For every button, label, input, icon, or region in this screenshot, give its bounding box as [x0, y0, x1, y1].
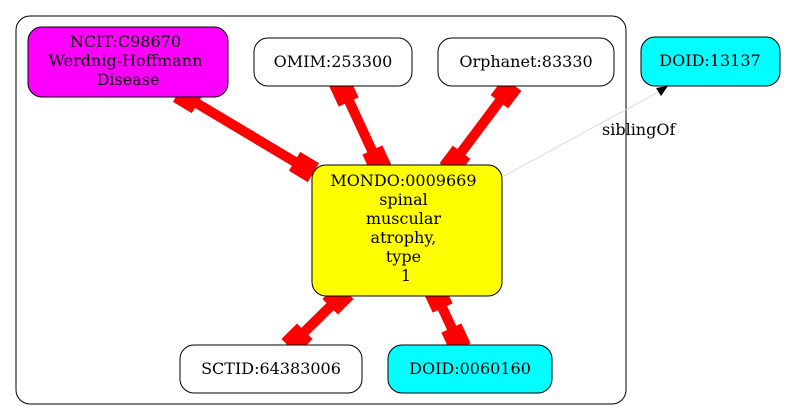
- node-omim[interactable]: OMIM:253300: [253, 37, 413, 87]
- node-doid13137[interactable]: DOID:13137: [640, 36, 781, 87]
- node-sctid-line-1: SCTID:64383006: [201, 359, 341, 378]
- svg-text:DOID:13137: DOID:13137: [659, 51, 760, 70]
- svg-text:NCIT:C98670 Werdnig-Hoff: NCIT:C98670 Werdnig-Hoffmann Disease: [49, 32, 208, 89]
- node-mondo-line-6: 1: [401, 266, 411, 285]
- svg-text:Orphanet:83330: Orphanet:83330: [459, 52, 592, 71]
- svg-text:MONDO:0009669 spinal: MONDO:0009669 spinal muscular atrophy, t…: [330, 171, 481, 285]
- edge-omim-mondo: [329, 77, 392, 175]
- svg-text:OMIM:253300: OMIM:253300: [274, 52, 393, 71]
- node-doid0060160-line-1: DOID:0060160: [409, 359, 531, 378]
- node-doid13137-line-1: DOID:13137: [659, 51, 760, 70]
- node-ncit-line-1: NCIT:C98670: [70, 32, 181, 51]
- svg-text:DOID:0060160: DOID:0060160: [409, 359, 531, 378]
- edge-orphanet-mondo: [439, 77, 522, 177]
- node-mondo-line-4: atrophy,: [371, 228, 437, 247]
- node-mondo-line-1: MONDO:0009669: [330, 171, 476, 190]
- node-ncit-line-3: Disease: [97, 70, 160, 89]
- node-mondo-line-5: type: [386, 247, 421, 266]
- node-doid0060160[interactable]: DOID:0060160: [387, 344, 553, 394]
- edge-label-sibling-of: siblingOf: [602, 120, 676, 139]
- node-mondo-line-2: spinal: [379, 190, 428, 209]
- node-ncit[interactable]: NCIT:C98670 Werdnig-Hoffmann Disease: [27, 26, 229, 98]
- svg-text:SCTID:64383006: SCTID:64383006: [201, 359, 341, 378]
- cluster-boundary: [15, 15, 627, 405]
- node-mondo[interactable]: MONDO:0009669 spinal muscular atrophy, t…: [311, 164, 503, 297]
- node-orphanet-line-1: Orphanet:83330: [459, 52, 592, 71]
- node-orphanet[interactable]: Orphanet:83330: [437, 37, 615, 87]
- node-ncit-line-2: Werdnig-Hoffmann: [49, 51, 203, 70]
- node-mondo-line-3: muscular: [366, 209, 442, 228]
- node-omim-line-1: OMIM:253300: [274, 52, 393, 71]
- edge-sibling-of: siblingOf: [503, 86, 676, 177]
- node-sctid[interactable]: SCTID:64383006: [179, 344, 363, 394]
- arrowhead-icon: [656, 86, 668, 96]
- edge-ncit-mondo: [172, 82, 320, 183]
